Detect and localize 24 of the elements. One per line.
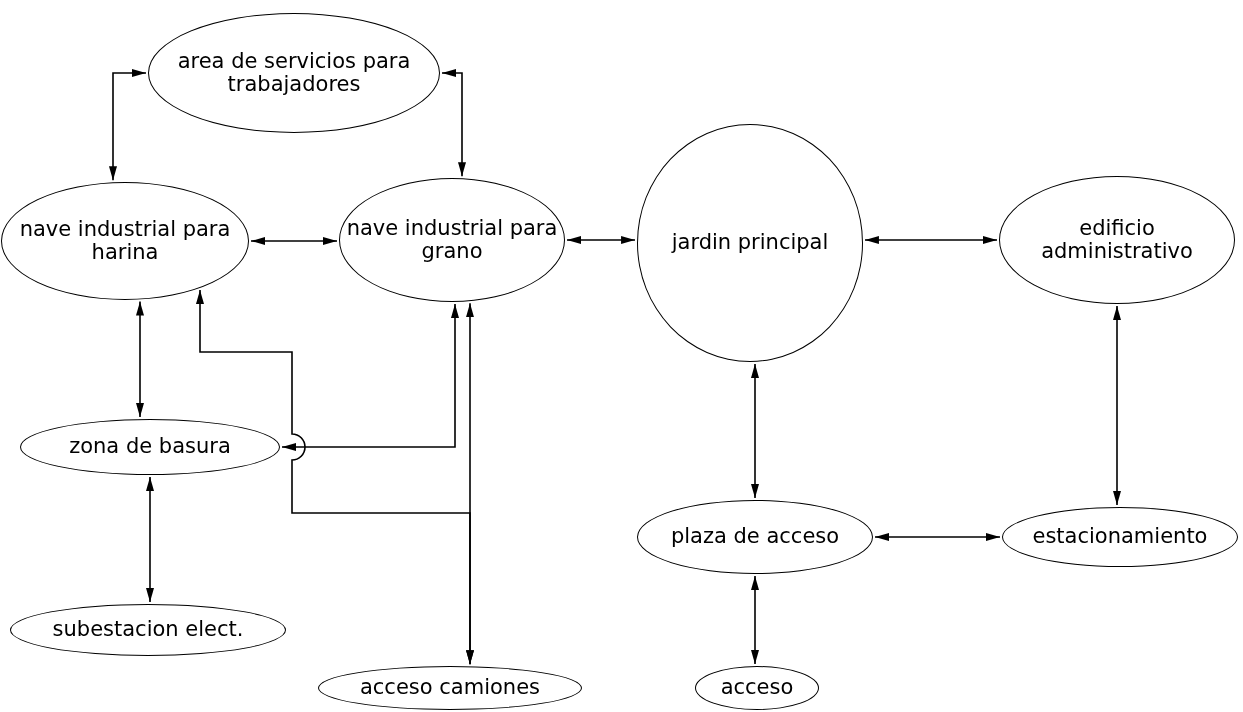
double-arrow: [864, 236, 998, 244]
node-label: acceso: [720, 676, 794, 700]
node-label: edificio administrativo: [1040, 216, 1194, 264]
node-label: acceso camiones: [359, 676, 541, 700]
double-arrow: [250, 237, 338, 245]
node-label: zona de basura: [69, 435, 231, 459]
double-arrow: [146, 476, 154, 603]
double-arrow: [751, 363, 759, 499]
node-label: estacionamiento: [1032, 525, 1208, 549]
double-arrow: [196, 289, 474, 666]
node-label: nave industrial para harina: [18, 217, 232, 265]
node-label: area de servicios para trabajadores: [176, 49, 412, 97]
double-arrow: [281, 303, 459, 451]
double-arrow: [566, 236, 636, 244]
node-label: jardin principal: [671, 231, 829, 255]
node-label: subestacion elect.: [52, 618, 244, 642]
double-arrow: [751, 575, 759, 665]
double-arrow: [874, 533, 1001, 541]
double-arrow: [109, 69, 147, 182]
node-label: nave industrial para grano: [345, 216, 559, 264]
double-arrow: [1113, 305, 1121, 506]
double-arrow: [441, 69, 466, 178]
node-label: plaza de acceso: [670, 525, 840, 549]
double-arrow: [136, 300, 144, 418]
